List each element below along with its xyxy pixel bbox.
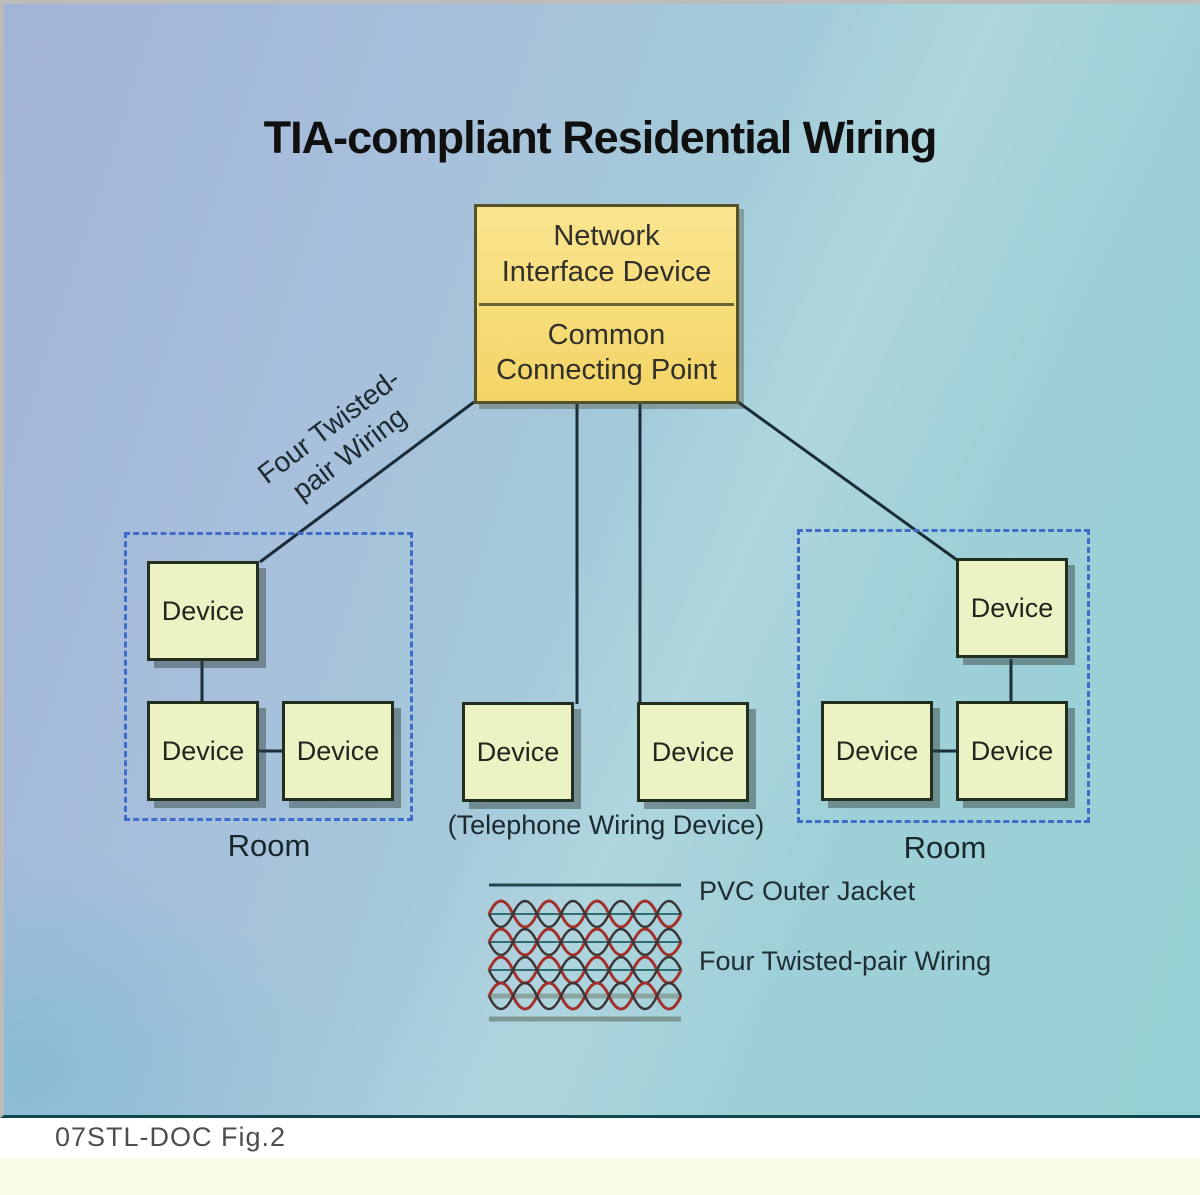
figure-id: 07STL-DOC Fig.2 bbox=[55, 1122, 287, 1152]
nid-line3: Common bbox=[547, 318, 666, 351]
twisted-pair-legend-art bbox=[487, 883, 683, 1022]
device-box: Device bbox=[637, 702, 749, 802]
page-title: TIA-compliant Residential Wiring bbox=[263, 112, 938, 163]
network-interface-device-box: Network Interface Device Common Connecti… bbox=[474, 204, 739, 404]
nid-line2: Interface Device bbox=[501, 255, 712, 288]
nid-top-section: Network Interface Device bbox=[477, 207, 736, 303]
room-label-right: Room bbox=[903, 830, 987, 865]
device-box: Device bbox=[462, 702, 574, 802]
connector-wires bbox=[200, 400, 1013, 753]
nid-divider bbox=[479, 302, 734, 306]
device-box: Device bbox=[147, 701, 259, 801]
device-box: Device bbox=[147, 561, 259, 661]
device-box: Device bbox=[282, 701, 394, 801]
device-box: Device bbox=[821, 701, 933, 801]
room-outline-left bbox=[124, 532, 413, 821]
device-box: Device bbox=[956, 558, 1068, 658]
nid-bottom-section: Common Connecting Point bbox=[477, 306, 736, 402]
legend-label-four-twisted-pair: Four Twisted-pair Wiring bbox=[699, 946, 992, 976]
room-label-left: Room bbox=[227, 828, 311, 863]
legend-label-pvc-outer-jacket: PVC Outer Jacket bbox=[699, 876, 916, 906]
device-box: Device bbox=[956, 701, 1068, 801]
caption-strip bbox=[0, 1118, 1200, 1158]
telephone-wiring-device-caption: (Telephone Wiring Device) bbox=[447, 810, 765, 840]
nid-line4: Connecting Point bbox=[496, 354, 717, 387]
footer-strip bbox=[0, 1158, 1200, 1195]
nid-line1: Network bbox=[553, 220, 660, 253]
wiring-diagram-panel: TIA-compliant Residential Wiring Network… bbox=[0, 0, 1200, 1118]
room-outline-right bbox=[797, 529, 1090, 823]
